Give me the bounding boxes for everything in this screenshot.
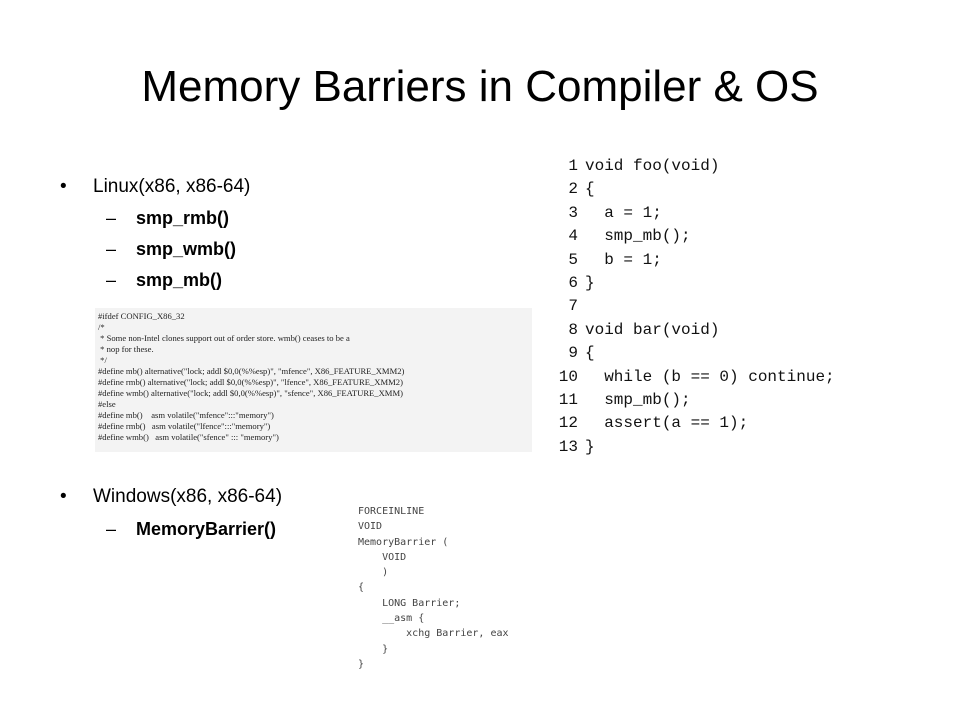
sub-bullet: –MemoryBarrier() (106, 519, 276, 540)
code-line: 8 void bar(void) (556, 319, 835, 342)
dash-icon: – (106, 208, 117, 228)
bullet-windows: • Windows(x86, x86-64) (60, 486, 282, 508)
windows-code-image: FORCEINLINE VOID MemoryBarrier ( VOID ) { L… (358, 504, 509, 672)
code-line: VOID (358, 551, 407, 563)
code-line: /* (98, 322, 105, 332)
code-line: #define rmb() asm volatile("lfence":::"m… (98, 421, 271, 431)
sub-bullet: –smp_rmb() (106, 208, 229, 229)
code-line: #define rmb() alternative("lock; addl $0… (98, 377, 403, 387)
code-line: 10 while (b == 0) continue; (556, 366, 835, 389)
line-number: 9 (568, 344, 578, 363)
code-line: #define wmb() asm volatile("sfence" ::: … (98, 432, 279, 442)
code-text: void foo(void) (585, 157, 720, 175)
code-text: assert(a == 1); (585, 414, 749, 433)
bullet-linux-label: Linux(x86, x86-64) (93, 176, 251, 197)
line-number: 4 (568, 227, 578, 246)
code-line: { (358, 582, 365, 594)
bullet-linux: • Linux(x86, x86-64) (60, 176, 250, 198)
code-text: smp_mb(); (585, 391, 691, 410)
sub-bullet-label: smp_rmb() (136, 208, 230, 228)
code-text: b = 1; (585, 250, 662, 269)
code-line: #define wmb() alternative("lock; addl $0… (98, 388, 403, 398)
code-line: LONG Barrier; (358, 597, 461, 609)
code-line: 5 b = 1; (556, 249, 835, 272)
dash-icon: – (106, 270, 117, 290)
line-number: 13 (558, 437, 578, 456)
bullet-icon: • (60, 486, 67, 507)
code-line: FORCEINLINE (358, 506, 425, 517)
line-number: 5 (568, 250, 578, 269)
code-line: 3 a = 1; (556, 202, 835, 225)
code-line: #define mb() asm volatile("mfence":::"me… (98, 410, 274, 420)
code-line: 13} (556, 436, 835, 459)
code-text: { (585, 344, 595, 363)
sub-bullet: –smp_wmb() (106, 239, 236, 260)
code-line: 4 smp_mb(); (556, 225, 835, 248)
line-number: 1 (568, 157, 578, 175)
code-line: __asm { (358, 613, 425, 625)
code-line: 1 void foo(void) (556, 155, 835, 178)
slide-title: Memory Barriers in Compiler & OS (141, 62, 819, 111)
sub-bullet-label: MemoryBarrier() (136, 519, 277, 539)
code-line: 12 assert(a == 1); (556, 412, 835, 435)
sub-bullet-label: smp_mb() (136, 270, 223, 290)
line-number: 11 (558, 391, 578, 410)
code-line: * Some non-Intel clones support out of o… (98, 333, 350, 343)
line-number: 7 (568, 297, 578, 316)
line-number: 6 (568, 274, 578, 293)
code-text: { (585, 180, 595, 199)
code-text: } (585, 274, 595, 293)
dash-icon: – (106, 239, 117, 259)
code-line: #define mb() alternative("lock; addl $0,… (98, 366, 405, 376)
line-number: 8 (568, 320, 578, 339)
code-line: VOID (358, 521, 383, 533)
code-text: a = 1; (585, 203, 662, 222)
code-line: ) (358, 567, 389, 579)
code-text: } (585, 437, 595, 456)
code-line: 7 (556, 295, 835, 318)
code-line: * nop for these. (98, 344, 154, 354)
code-line: MemoryBarrier ( (358, 536, 449, 548)
code-line: #ifdef CONFIG_X86_32 (98, 311, 185, 321)
code-line: 9{ (556, 342, 835, 365)
sub-bullet: –smp_mb() (106, 270, 222, 291)
line-number: 10 (558, 367, 578, 386)
code-line: } (358, 643, 389, 655)
code-text: void bar(void) (585, 320, 720, 339)
code-line: 11 smp_mb(); (556, 389, 835, 412)
line-number: 12 (558, 414, 578, 433)
dash-icon: – (106, 519, 117, 539)
code-line: #else (98, 399, 116, 409)
code-line: } (358, 658, 365, 670)
bullet-windows-label: Windows(x86, x86-64) (93, 486, 283, 507)
code-line: 6} (556, 272, 835, 295)
code-line: 2{ (556, 178, 835, 201)
code-line: */ (98, 355, 107, 365)
line-number: 3 (568, 203, 578, 222)
code-line: xchg Barrier, eax (358, 628, 509, 640)
code-text: while (b == 0) continue; (585, 367, 835, 386)
sub-bullet-label: smp_wmb() (136, 239, 237, 259)
line-number: 2 (568, 180, 578, 199)
linux-code-image: #ifdef CONFIG_X86_32/* * Some non-Intel … (95, 308, 532, 452)
code-text: smp_mb(); (585, 227, 691, 246)
bullet-icon: • (60, 176, 67, 197)
